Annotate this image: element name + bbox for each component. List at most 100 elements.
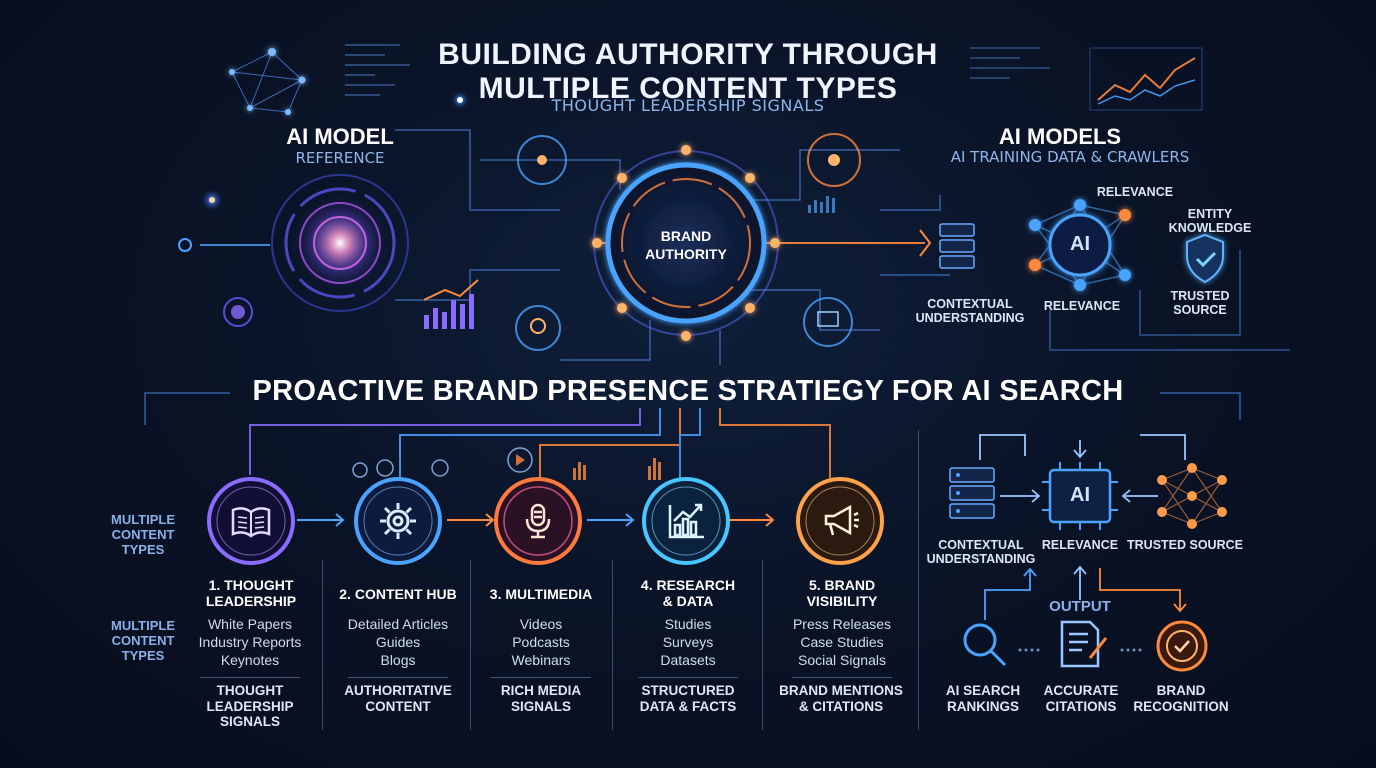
column-2-title: 2. CONTENT HUB — [330, 586, 466, 602]
column-1-title: 1. THOUGHT LEADERSHIP — [186, 577, 316, 609]
column-5-title-line-1: 5. BRAND — [808, 577, 876, 593]
column-4-icon-circle — [642, 477, 730, 565]
result-2-line-2: CITATIONS — [1045, 698, 1117, 714]
column-3-title-line-1: 3. MULTIMEDIA — [489, 586, 593, 602]
column-2-icon-circle — [354, 477, 442, 565]
column-4-title-line-1: 4. RESEARCH — [640, 577, 736, 593]
result-2-line-1: ACCURATE — [1043, 683, 1119, 698]
column-4-separator — [638, 677, 738, 678]
list-item: Surveys — [662, 634, 714, 651]
output-relevance: RELEVANCE — [1041, 538, 1119, 552]
column-5-separator — [792, 677, 892, 678]
list-item: Social Signals — [798, 652, 886, 669]
contextual-understanding-line-1: CONTEXTUAL — [927, 297, 1013, 311]
column-divider — [470, 560, 471, 730]
column-1-signal-line-3: SIGNALS — [219, 714, 280, 730]
trusted-source-line-2: SOURCE — [1173, 303, 1227, 317]
column-2-separator — [348, 677, 448, 678]
side-label-bottom-line-3: TYPES — [121, 647, 165, 663]
column-2-title-line-1: 2. CONTENT HUB — [339, 586, 457, 602]
ai-chip-icon — [1042, 462, 1118, 530]
ai-chip-label: AI — [1070, 233, 1090, 255]
side-label-bottom-line-2: CONTENT — [111, 632, 175, 648]
column-1-separator — [200, 677, 300, 678]
badge-icon — [1156, 620, 1208, 672]
list-item: Guides — [375, 634, 421, 651]
output-ai-chip-label: AI — [1070, 484, 1090, 506]
chart-icon — [668, 503, 704, 539]
column-4-signal: STRUCTURED DATA & FACTS — [618, 683, 758, 714]
list-item: Case Studies — [800, 634, 884, 651]
result-ai-search-rankings: AI SEARCH RANKINGS — [924, 683, 1042, 714]
contextual-understanding-line-2: UNDERSTANDING — [915, 311, 1025, 325]
output-contextual-line-2: UNDERSTANDING — [926, 552, 1036, 567]
column-4-signal-line-2: DATA & FACTS — [639, 698, 737, 714]
column-5-signal-line-2: & CITATIONS — [798, 698, 884, 714]
column-2-signal: AUTHORITATIVE CONTENT — [328, 683, 468, 714]
hub-label-line-2: AUTHORITY — [645, 246, 727, 262]
list-item: Industry Reports — [198, 634, 302, 651]
column-1-signal-line-2: LEADERSHIP — [206, 698, 294, 714]
title-line-2: MULTIPLE CONTENT TYPES — [478, 72, 898, 105]
side-label-bottom-line-1: MULTIPLE — [110, 618, 176, 633]
column-1-title-line-2: LEADERSHIP — [205, 593, 297, 610]
column-3-icon-circle — [494, 477, 582, 565]
column-1-items: White Papers Industry Reports Keynotes — [180, 615, 320, 670]
column-3-items: Videos Podcasts Webinars — [472, 615, 610, 670]
gear-icon — [380, 503, 416, 539]
output-contextual-line-1: CONTEXTUAL — [938, 538, 1024, 552]
column-divider — [612, 560, 613, 730]
entity-knowledge-line-2: KNOWLEDGE — [1168, 221, 1252, 235]
column-5-items: Press Releases Case Studies Social Signa… — [768, 615, 916, 670]
column-2-items: Detailed Articles Guides Blogs — [328, 615, 468, 670]
trusted-source-line-1: TRUSTED — [1170, 289, 1230, 303]
column-3-signal: RICH MEDIA SIGNALS — [472, 683, 610, 714]
neural-network-icon — [1157, 463, 1227, 529]
output-heading: OUTPUT — [1049, 598, 1111, 615]
right-panel-subtitle: AI TRAINING DATA & CRAWLERS — [950, 148, 1190, 166]
list-item: Blogs — [380, 652, 416, 669]
column-3-signal-line-1: RICH MEDIA — [500, 683, 582, 698]
relevance-bottom-label: RELEVANCE — [1043, 299, 1121, 313]
column-3-title: 3. MULTIMEDIA — [474, 586, 608, 602]
list-item: Videos — [519, 616, 563, 632]
column-3-separator — [491, 677, 591, 678]
hub-label-line-1: BRAND — [660, 228, 712, 244]
column-2-signal-line-2: CONTENT — [365, 698, 431, 714]
list-item: Keynotes — [220, 652, 280, 669]
list-item: Press Releases — [792, 616, 892, 632]
output-contextual-understanding: CONTEXTUAL UNDERSTANDING — [918, 538, 1044, 567]
title-line-1: BUILDING AUTHORITY THROUGH — [438, 38, 938, 71]
column-5-signal: BRAND MENTIONS & CITATIONS — [766, 683, 916, 714]
column-4-title: 4. RESEARCH & DATA — [620, 577, 756, 609]
output-trusted-source: TRUSTED SOURCE — [1127, 538, 1243, 552]
side-label-top: MULTIPLE CONTENT TYPES — [100, 512, 186, 558]
side-label-top-line-3: TYPES — [121, 541, 165, 557]
search-icon — [963, 623, 1007, 667]
column-1-signal-line-1: THOUGHT — [216, 683, 284, 698]
document-icon — [1060, 620, 1108, 668]
column-divider — [918, 430, 919, 730]
strategy-banner: PROACTIVE BRAND PRESENCE STRATIEGY FOR A… — [252, 375, 1124, 407]
side-label-top-line-2: CONTENT — [111, 526, 175, 542]
entity-knowledge-line-1: ENTITY — [1187, 207, 1233, 221]
microphone-icon — [525, 503, 551, 539]
column-2-signal-line-1: AUTHORITATIVE — [344, 683, 452, 698]
column-4-title-line-2: & DATA — [662, 593, 714, 610]
result-3-line-2: RECOGNITION — [1133, 698, 1229, 714]
column-1-title-line-1: 1. THOUGHT — [208, 577, 294, 593]
list-item: Podcasts — [512, 634, 570, 651]
list-item: Datasets — [660, 652, 716, 669]
column-4-signal-line-1: STRUCTURED — [641, 683, 735, 698]
result-accurate-citations: ACCURATE CITATIONS — [1022, 683, 1140, 714]
left-panel-title: AI MODEL — [286, 124, 394, 149]
result-brand-recognition: BRAND RECOGNITION — [1122, 683, 1240, 714]
column-1-signal: THOUGHT LEADERSHIP SIGNALS — [180, 683, 320, 730]
column-5-title-line-2: VISIBILITY — [806, 593, 878, 610]
result-3-line-1: BRAND — [1156, 683, 1206, 698]
header-subtitle: THOUGHT LEADERSHIP SIGNALS — [551, 96, 825, 115]
column-4-items: Studies Surveys Datasets — [618, 615, 758, 670]
side-label-top-line-1: MULTIPLE — [110, 512, 176, 527]
column-5-icon-circle — [796, 477, 884, 565]
